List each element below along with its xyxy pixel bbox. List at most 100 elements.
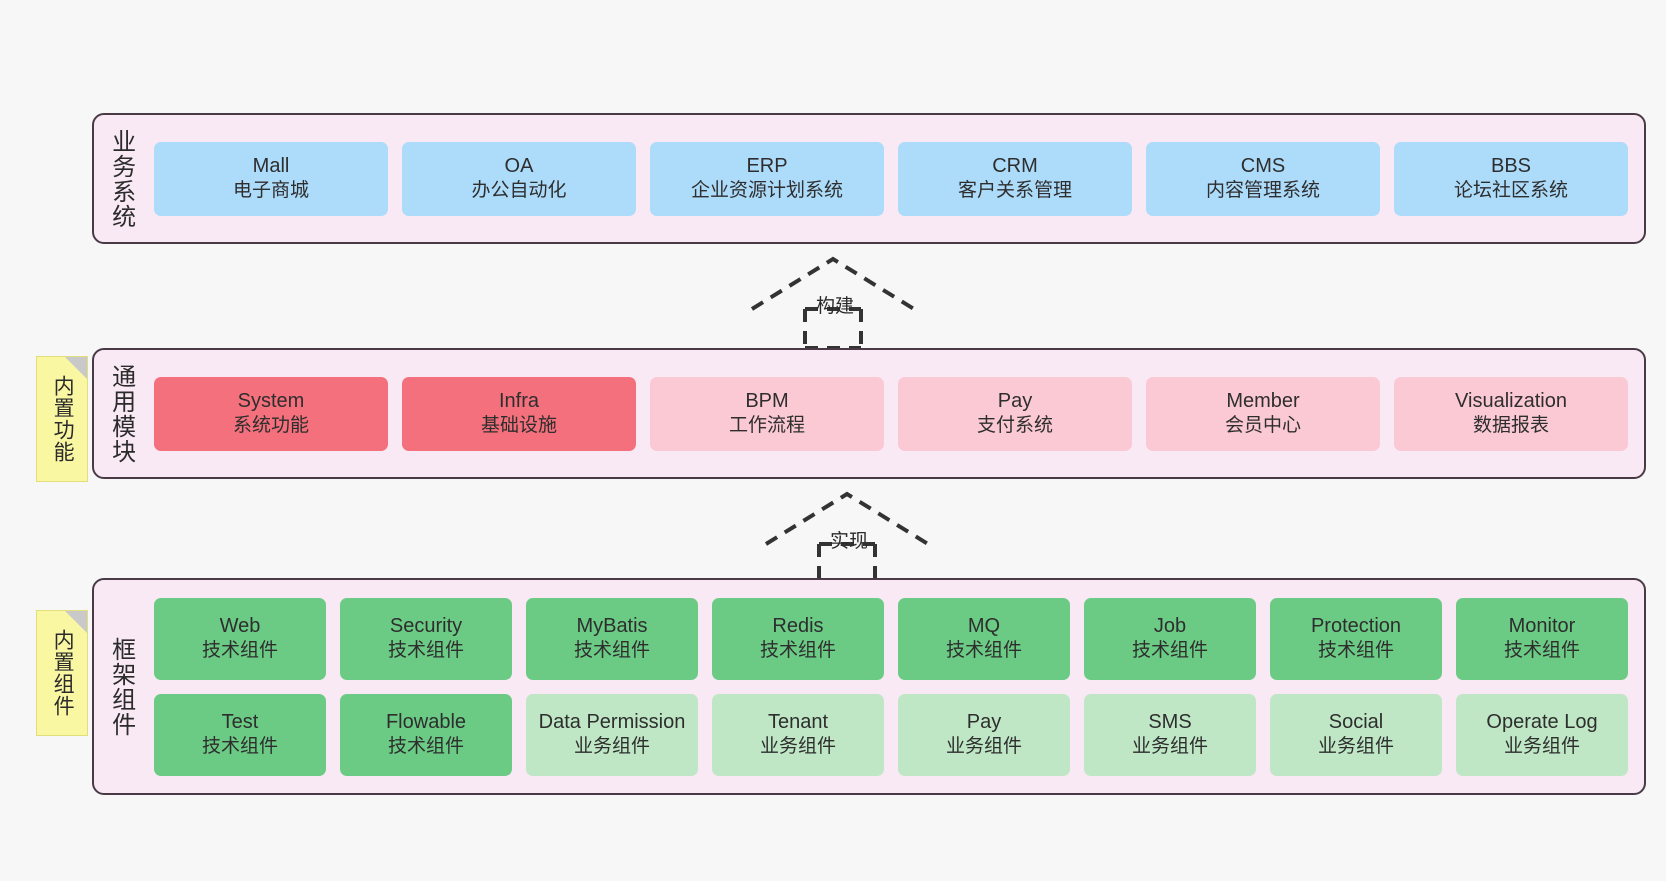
framework-box-monitor[interactable]: Monitor 技术组件: [1456, 597, 1628, 680]
business-box-oa[interactable]: OA 办公自动化: [402, 141, 636, 216]
business-box-mall-desc: 电子商城: [232, 180, 309, 202]
framework-box-test[interactable]: Test 技术组件: [154, 693, 326, 776]
framework-box-web[interactable]: Web 技术组件: [154, 597, 326, 680]
connector-build-label: 构建: [816, 296, 855, 317]
module-box-member[interactable]: Member 会员中心: [1146, 376, 1380, 451]
framework-box-sms[interactable]: SMS 业务组件: [1084, 693, 1256, 776]
connector-realize: 实现: [762, 490, 932, 585]
framework-box-mybatis-desc: 技术组件: [573, 640, 650, 662]
common-modules-row: System 系统功能 Infra 基础设施 BPM 工作流程 Pay 支付系统…: [154, 376, 1628, 451]
framework-box-test-desc: 技术组件: [201, 736, 278, 758]
module-box-bpm-desc: 工作流程: [728, 415, 805, 437]
framework-box-redis-name: Redis: [772, 614, 824, 637]
module-box-visualization-desc: 数据报表: [1472, 415, 1549, 437]
framework-box-job-desc: 技术组件: [1131, 640, 1208, 662]
framework-box-redis-desc: 技术组件: [759, 640, 836, 662]
business-box-crm-name: CRM: [992, 154, 1038, 177]
business-box-bbs-desc: 论坛社区系统: [1453, 180, 1568, 202]
framework-box-protection[interactable]: Protection 技术组件: [1270, 597, 1442, 680]
framework-row-business: Test 技术组件 Flowable 技术组件 Data Permission …: [154, 693, 1628, 776]
business-box-cms-name: CMS: [1240, 154, 1286, 177]
business-box-oa-name: OA: [504, 154, 534, 177]
module-box-infra-name: Infra: [498, 389, 540, 412]
note-builtin-functions-label: 内置功能: [51, 375, 75, 463]
connector-build: 构建: [748, 255, 918, 350]
module-box-system[interactable]: System 系统功能: [154, 376, 388, 451]
business-box-bbs[interactable]: BBS 论坛社区系统: [1394, 141, 1628, 216]
module-box-pay[interactable]: Pay 支付系统: [898, 376, 1132, 451]
framework-box-data-permission[interactable]: Data Permission 业务组件: [526, 693, 698, 776]
layer-title-business-system: 业务系统: [107, 128, 135, 229]
framework-box-pay-name: Pay: [966, 710, 1002, 733]
framework-box-job-name: Job: [1153, 614, 1187, 637]
realize-arrowhead-icon: [764, 491, 930, 546]
business-box-cms-desc: 内容管理系统: [1205, 180, 1320, 202]
business-system-row: Mall 电子商城 OA 办公自动化 ERP 企业资源计划系统 CRM 客户关系…: [154, 141, 1628, 216]
framework-box-tenant-desc: 业务组件: [759, 736, 836, 758]
module-box-member-name: Member: [1226, 389, 1300, 412]
business-box-cms[interactable]: CMS 内容管理系统: [1146, 141, 1380, 216]
framework-box-flowable-name: Flowable: [385, 710, 467, 733]
module-box-infra-desc: 基础设施: [480, 415, 557, 437]
framework-box-operate-log[interactable]: Operate Log 业务组件: [1456, 693, 1628, 776]
framework-box-mq-name: MQ: [967, 614, 1001, 637]
note-builtin-components-label: 内置组件: [51, 629, 75, 717]
layer-body-business-system: Mall 电子商城 OA 办公自动化 ERP 企业资源计划系统 CRM 客户关系…: [138, 115, 1644, 242]
note-fold-corner-icon: [65, 611, 87, 633]
business-box-mall-name: Mall: [252, 154, 290, 177]
framework-box-monitor-desc: 技术组件: [1503, 640, 1580, 662]
framework-box-mybatis[interactable]: MyBatis 技术组件: [526, 597, 698, 680]
framework-box-monitor-name: Monitor: [1508, 614, 1576, 637]
build-arrowhead-icon: [750, 256, 916, 311]
framework-box-mq[interactable]: MQ 技术组件: [898, 597, 1070, 680]
framework-box-data-permission-desc: 业务组件: [573, 736, 650, 758]
business-box-erp[interactable]: ERP 企业资源计划系统: [650, 141, 884, 216]
framework-box-tenant[interactable]: Tenant 业务组件: [712, 693, 884, 776]
framework-box-security[interactable]: Security 技术组件: [340, 597, 512, 680]
framework-box-flowable-desc: 技术组件: [387, 736, 464, 758]
framework-box-tenant-name: Tenant: [767, 710, 829, 733]
framework-box-pay-desc: 业务组件: [945, 736, 1022, 758]
business-box-erp-name: ERP: [746, 154, 788, 177]
note-builtin-functions: 内置功能: [36, 356, 88, 482]
framework-box-redis[interactable]: Redis 技术组件: [712, 597, 884, 680]
framework-box-mybatis-name: MyBatis: [576, 614, 648, 637]
framework-box-sms-name: SMS: [1148, 710, 1192, 733]
business-box-mall[interactable]: Mall 电子商城: [154, 141, 388, 216]
business-box-crm[interactable]: CRM 客户关系管理: [898, 141, 1132, 216]
module-box-pay-name: Pay: [997, 389, 1033, 412]
layer-framework-components: 框架组件 Web 技术组件 Security 技术组件 MyBatis 技术组件…: [92, 578, 1646, 795]
module-box-visualization[interactable]: Visualization 数据报表: [1394, 376, 1628, 451]
framework-box-security-desc: 技术组件: [387, 640, 464, 662]
module-box-member-desc: 会员中心: [1224, 415, 1301, 437]
business-box-erp-desc: 企业资源计划系统: [690, 180, 843, 202]
module-box-infra[interactable]: Infra 基础设施: [402, 376, 636, 451]
framework-box-pay[interactable]: Pay 业务组件: [898, 693, 1070, 776]
framework-box-social-desc: 业务组件: [1317, 736, 1394, 758]
framework-box-flowable[interactable]: Flowable 技术组件: [340, 693, 512, 776]
business-box-oa-desc: 办公自动化: [471, 180, 567, 202]
framework-box-social-name: Social: [1328, 710, 1384, 733]
module-box-pay-desc: 支付系统: [976, 415, 1053, 437]
framework-box-operate-log-name: Operate Log: [1486, 710, 1598, 733]
layer-body-common-modules: System 系统功能 Infra 基础设施 BPM 工作流程 Pay 支付系统…: [138, 350, 1644, 477]
framework-box-test-name: Test: [221, 710, 259, 733]
framework-box-security-name: Security: [389, 614, 463, 637]
business-box-crm-desc: 客户关系管理: [957, 180, 1072, 202]
framework-box-job[interactable]: Job 技术组件: [1084, 597, 1256, 680]
framework-box-social[interactable]: Social 业务组件: [1270, 693, 1442, 776]
business-box-bbs-name: BBS: [1490, 154, 1532, 177]
framework-box-sms-desc: 业务组件: [1131, 736, 1208, 758]
note-fold-corner-icon: [65, 357, 87, 379]
module-box-system-desc: 系统功能: [232, 415, 309, 437]
framework-box-web-name: Web: [219, 614, 261, 637]
layer-common-modules: 通用模块 System 系统功能 Infra 基础设施 BPM 工作流程 Pay…: [92, 348, 1646, 479]
framework-box-protection-desc: 技术组件: [1317, 640, 1394, 662]
layer-title-framework-components: 框架组件: [107, 636, 135, 737]
framework-box-mq-desc: 技术组件: [945, 640, 1022, 662]
module-box-bpm[interactable]: BPM 工作流程: [650, 376, 884, 451]
framework-box-operate-log-desc: 业务组件: [1503, 736, 1580, 758]
connector-realize-label: 实现: [830, 531, 869, 552]
framework-box-data-permission-name: Data Permission: [538, 710, 686, 733]
module-box-bpm-name: BPM: [745, 389, 789, 412]
